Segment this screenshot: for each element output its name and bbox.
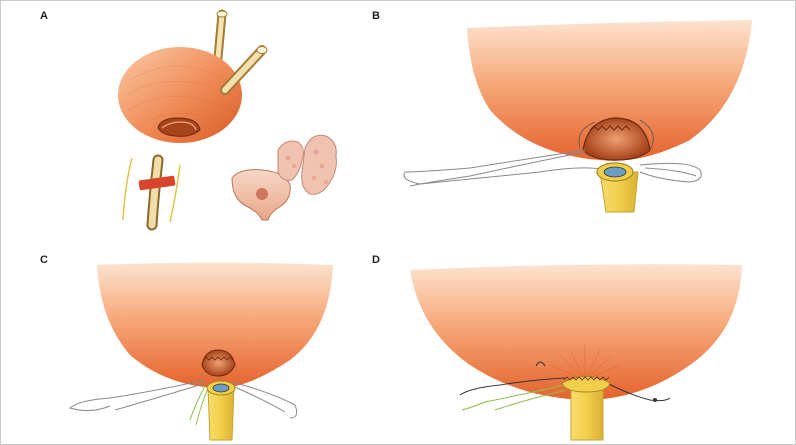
panel-b-urethra [596,162,639,213]
panel-label-c: C [40,254,48,266]
panel-c-urethra [206,380,236,441]
panel-label-b: B [372,10,380,22]
panel-d-sutures [459,361,671,411]
panel-c-sutures [68,379,298,426]
panel-d-urethra [561,376,611,441]
panel-a-urethra-clamp [122,154,181,231]
panel-label-a: A [40,10,48,22]
panel-b-sutures [403,149,702,187]
panel-a-bladder [118,9,268,143]
panel-d-bladder [410,264,742,400]
panel-c-bladder [97,262,333,389]
panel-b-bladder [467,20,752,161]
panel-a-prostate [231,134,337,221]
panel-label-d: D [372,254,380,266]
